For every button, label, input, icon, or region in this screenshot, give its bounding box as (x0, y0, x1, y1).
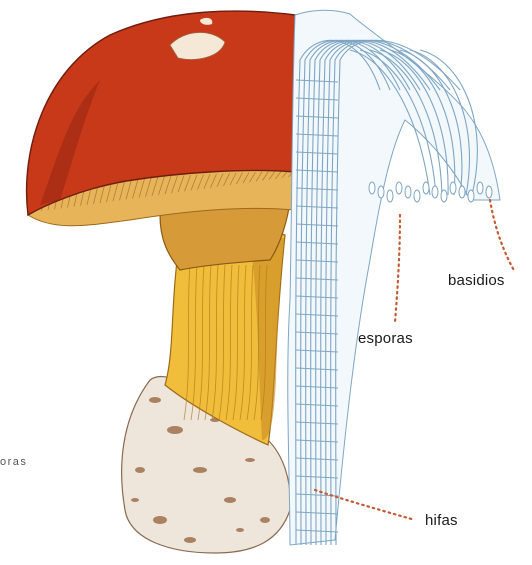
label-hifas: hifas (425, 512, 458, 529)
label-esporas: esporas (358, 330, 413, 347)
label-cropped-left: oras (0, 456, 27, 468)
leader-esporas (395, 215, 400, 322)
leader-basidios (490, 200, 515, 272)
label-basidios: basidios (448, 272, 505, 289)
